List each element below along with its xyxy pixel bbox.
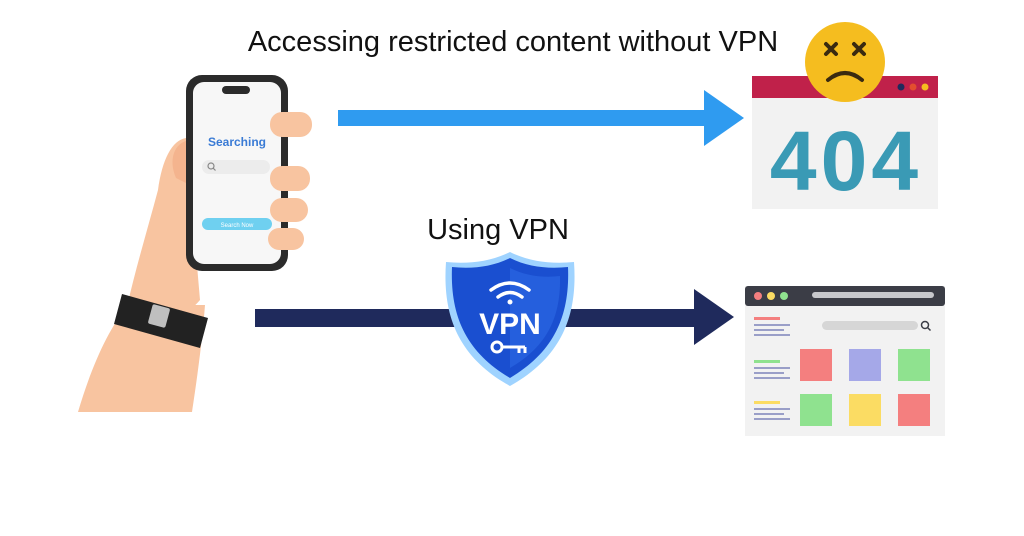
hand-holding-phone: Searching Search Now [78, 75, 312, 412]
search-icon [920, 320, 932, 332]
phone-search-button-label: Search Now [221, 223, 254, 229]
phone-notch [222, 86, 250, 94]
wifi-icon [489, 281, 531, 305]
content-tile [800, 394, 832, 426]
error-code: 404 [770, 114, 922, 208]
content-tile [898, 349, 930, 381]
error-page-window: 404 [752, 76, 938, 209]
window-dot [767, 292, 775, 300]
arrow-without-vpn [338, 90, 744, 146]
finger-1 [270, 112, 312, 137]
smartwatch-icon [114, 294, 208, 348]
content-tile [849, 349, 881, 381]
phone-screen-title: Searching [208, 135, 266, 149]
window-dot [780, 292, 788, 300]
website-window [745, 286, 945, 436]
key-icon [490, 340, 527, 354]
sad-face-icon [805, 22, 885, 102]
content-tile [898, 394, 930, 426]
vpn-shield: VPN [445, 252, 575, 386]
website-search-bar [822, 321, 918, 330]
finger-2 [270, 166, 310, 191]
sidebar-lines [754, 317, 790, 420]
vpn-shield-label: VPN [479, 308, 541, 341]
content-tile [800, 349, 832, 381]
window-dot [921, 83, 929, 91]
window-dot [754, 292, 762, 300]
phone-search-button[interactable] [202, 218, 272, 230]
palm [122, 138, 200, 330]
content-tile [849, 394, 881, 426]
window-dot [897, 83, 905, 91]
finger-3 [270, 198, 308, 222]
caption-using-vpn: Using VPN [427, 214, 569, 246]
caption-without-vpn: Accessing restricted content without VPN [247, 26, 779, 58]
website-address-bar [812, 292, 934, 298]
window-dot [909, 83, 917, 91]
phone-search-bar[interactable] [202, 160, 270, 174]
search-icon [207, 162, 216, 171]
finger-4 [268, 228, 304, 250]
